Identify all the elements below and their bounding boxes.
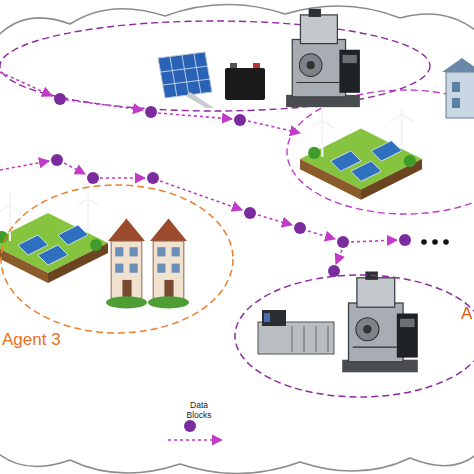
data-block xyxy=(244,207,256,219)
building xyxy=(442,58,474,118)
data-block xyxy=(337,236,349,248)
region-outline xyxy=(0,184,234,334)
legend-dot xyxy=(184,420,196,432)
dot xyxy=(443,239,449,245)
dot xyxy=(432,239,438,245)
data-arrow xyxy=(336,250,342,264)
solar-panel xyxy=(158,52,212,98)
solar-array xyxy=(158,52,214,108)
data-arrow xyxy=(351,240,397,242)
legend-arrow xyxy=(168,439,222,441)
data-block xyxy=(234,114,246,126)
building-roof xyxy=(442,58,474,72)
agent-label: Agent 3 xyxy=(2,330,61,350)
generator xyxy=(342,272,418,373)
agent-boundary xyxy=(0,21,430,111)
data-flow xyxy=(0,72,397,264)
generator xyxy=(286,9,360,107)
dot xyxy=(421,239,427,245)
agent-boundary xyxy=(235,275,474,397)
rack-lines xyxy=(292,326,328,352)
renewable-site xyxy=(0,187,108,283)
legend-label: Data Blocks xyxy=(178,400,220,420)
data-arrow xyxy=(60,99,143,110)
panel-stand xyxy=(186,92,214,108)
data-block xyxy=(145,106,157,118)
data-block xyxy=(54,93,66,105)
rack-module xyxy=(262,310,286,326)
rack-body xyxy=(258,322,334,354)
data-arrow xyxy=(160,181,242,210)
battery-terminal xyxy=(253,63,260,68)
data-arrow xyxy=(0,161,49,170)
data-block xyxy=(51,154,63,166)
agent-label: A xyxy=(461,304,472,324)
data-arrow xyxy=(248,121,300,133)
house xyxy=(148,219,189,309)
data-arrow xyxy=(64,163,85,174)
building-window xyxy=(452,82,460,92)
data-arrow xyxy=(0,72,52,96)
panel-grid xyxy=(161,54,210,97)
data-arrow xyxy=(308,231,335,239)
data-arrow xyxy=(100,177,145,179)
data-arrow xyxy=(158,113,232,119)
renewable-site xyxy=(300,102,422,200)
data-block xyxy=(399,234,411,246)
agent-region: Agent 3 xyxy=(0,184,234,334)
region-outline xyxy=(234,274,474,398)
data-block xyxy=(87,172,99,184)
battery-case xyxy=(225,68,265,100)
legend-sample xyxy=(168,420,222,440)
battery-rack xyxy=(258,310,334,354)
building-wall xyxy=(446,72,474,118)
rack-light xyxy=(264,313,270,322)
battery xyxy=(225,63,265,100)
battery-terminal xyxy=(230,63,237,68)
agent-region: A xyxy=(234,274,474,398)
building-window xyxy=(452,98,460,108)
data-arrow xyxy=(258,215,292,225)
continuation-dots xyxy=(421,239,449,245)
data-block xyxy=(294,222,306,234)
data-block xyxy=(147,172,159,184)
agent-boundary xyxy=(1,185,233,333)
house xyxy=(106,219,147,309)
